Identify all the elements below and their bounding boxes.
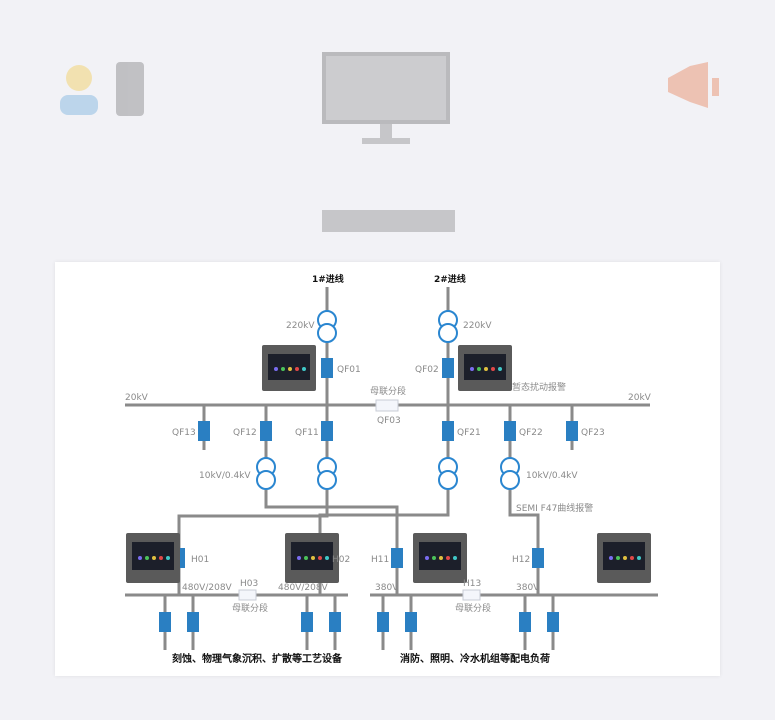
- qf03-label: QF03: [377, 416, 401, 426]
- meter-device: [285, 533, 339, 583]
- transformer-1-voltage: 220kV: [286, 321, 315, 331]
- h12-label: H12: [512, 555, 530, 565]
- breaker-qf23[interactable]: [566, 421, 578, 441]
- qf11-label: QF11: [295, 428, 319, 438]
- load-left-label: 刻蚀、物理气象沉积、扩散等工艺设备: [172, 652, 343, 665]
- low-bus-left-voltage-2: 480V/208V: [278, 583, 329, 593]
- incoming-1-label: 1#进线: [312, 273, 344, 285]
- h01-label: H01: [191, 555, 209, 565]
- load-right-label: 消防、照明、冷水机组等配电负荷: [400, 652, 550, 665]
- server-rack-icon: [322, 210, 455, 232]
- low-tie-right-label: 母联分段: [455, 602, 491, 614]
- transformer-icon: [500, 457, 520, 490]
- user-icon: [60, 65, 98, 115]
- breaker-qf01[interactable]: [321, 358, 333, 378]
- incoming-2-label: 2#进线: [434, 273, 466, 285]
- tie-breaker-qf03[interactable]: [375, 399, 399, 412]
- h13-label: H13: [463, 579, 481, 589]
- transformer-icon: [256, 457, 276, 490]
- breaker-h12[interactable]: [532, 548, 544, 568]
- transformers: [256, 310, 520, 490]
- transformer-2-voltage: 220kV: [463, 321, 492, 331]
- tie-breaker-h13[interactable]: [462, 589, 481, 601]
- speaker-icon: [668, 62, 719, 108]
- wiring: [125, 287, 658, 650]
- breaker-qf12[interactable]: [260, 421, 272, 441]
- low-tie-left-label: 母联分段: [232, 602, 268, 614]
- transformer-icon: [317, 457, 337, 490]
- breaker-qf13[interactable]: [198, 421, 210, 441]
- transformer-10kv-left-label: 10kV/0.4kV: [199, 471, 251, 481]
- meter-device: [126, 533, 180, 583]
- meter-device: [413, 533, 467, 583]
- semi-f47-alarm-label: SEMI F47曲线报警: [516, 502, 593, 514]
- top-icons: [60, 52, 719, 232]
- h03-label: H03: [240, 579, 258, 589]
- transformer-icon: [438, 310, 458, 343]
- transformer-10kv-right-label: 10kV/0.4kV: [526, 471, 578, 481]
- breaker-qf22[interactable]: [504, 421, 516, 441]
- bus-tie-label: 母联分段: [370, 385, 406, 397]
- alarm-transient-label: 暂态扰动报警: [512, 381, 566, 393]
- breaker-qf21[interactable]: [442, 421, 454, 441]
- qf13-label: QF13: [172, 428, 196, 438]
- monitor-icon: [322, 52, 450, 144]
- qf02-label: QF02: [415, 365, 439, 375]
- breaker-qf11[interactable]: [321, 421, 333, 441]
- tie-breakers: [238, 399, 481, 601]
- transformer-icon: [438, 457, 458, 490]
- qf12-label: QF12: [233, 428, 257, 438]
- meter-device: [262, 345, 316, 391]
- qf22-label: QF22: [519, 428, 543, 438]
- low-bus-right-voltage-2: 380V: [516, 583, 540, 593]
- tie-breaker-h03[interactable]: [238, 589, 257, 601]
- qf01-label: QF01: [337, 365, 361, 375]
- phone-icon: [116, 62, 144, 116]
- h02-label: H02: [332, 555, 350, 565]
- breaker-h11[interactable]: [391, 548, 403, 568]
- bus-20kv-right-label: 20kV: [628, 393, 652, 403]
- power-quality-meters: [126, 345, 651, 583]
- transformer-icon: [317, 310, 337, 343]
- breaker-qf02[interactable]: [442, 358, 454, 378]
- low-bus-right-voltage-1: 380V: [375, 583, 399, 593]
- bus-20kv-left-label: 20kV: [125, 393, 149, 403]
- h11-label: H11: [371, 555, 389, 565]
- meter-device: [597, 533, 651, 583]
- meter-device: [458, 345, 512, 391]
- low-bus-left-voltage-1: 480V/208V: [182, 583, 233, 593]
- qf23-label: QF23: [581, 428, 605, 438]
- qf21-label: QF21: [457, 428, 481, 438]
